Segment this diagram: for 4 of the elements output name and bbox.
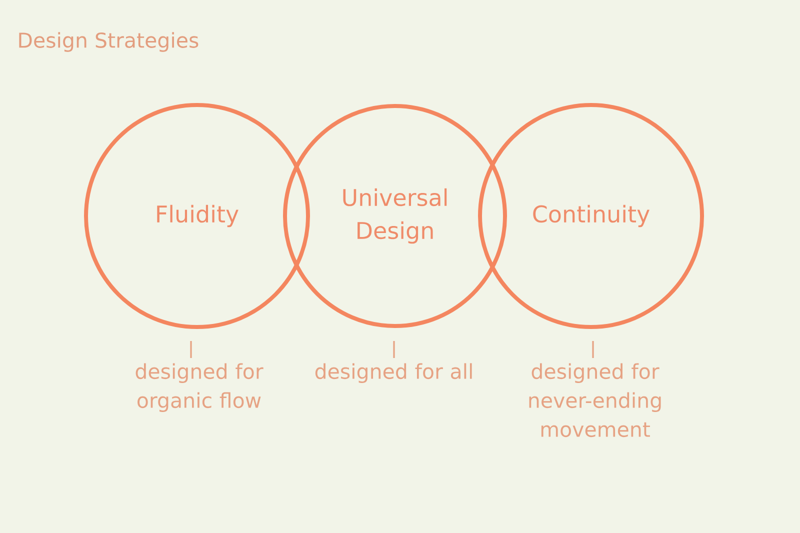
node-label: designed for organic flow (136, 363, 264, 412)
node-label: designed for all (315, 363, 472, 384)
title: Design Strategies (19, 32, 198, 52)
node-label: designed for never-ending movement (529, 363, 661, 438)
